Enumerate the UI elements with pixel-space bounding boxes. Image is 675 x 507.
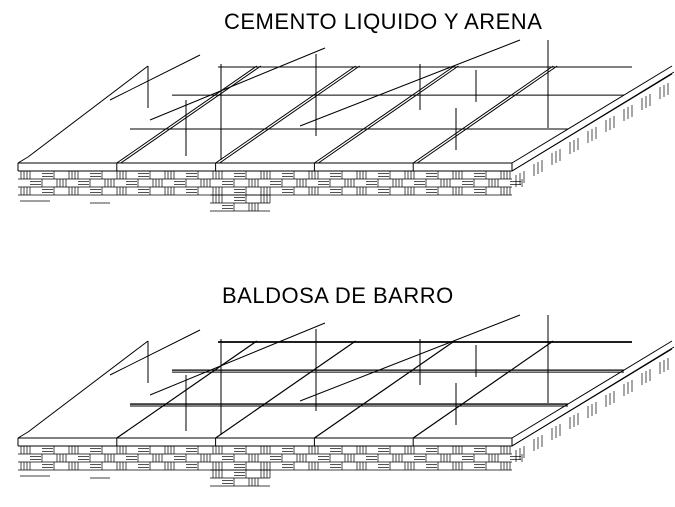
joint-left-edge [28,66,148,157]
guide-line [300,315,520,401]
joint-receding [216,66,356,163]
slab-top-surface [18,341,672,446]
brick-base-drop [210,470,270,486]
diagram-title-baldosa: BALDOSA DE BARRO [222,283,454,308]
joint-receding [314,341,454,438]
slab-joints [18,66,632,171]
diagram-title-cemento: CEMENTO LIQUIDO Y ARENA [224,9,543,34]
slab-top-surface [18,66,672,171]
diagram-baldosa [18,315,674,486]
brick-base-drop [210,195,270,211]
guide-line [300,40,520,126]
construction-stakes [110,40,548,160]
joint-receding-double [121,66,261,163]
brick-side-edge [620,94,638,105]
joint-receding [413,66,553,163]
slab-right-edge [512,341,672,438]
brick-side-edge [584,391,602,402]
slab-left-corner [18,432,28,438]
joint-receding-double [417,66,557,163]
joint-receding [314,66,454,163]
brick-side-edge [620,369,638,380]
brick-side-edge [548,413,566,424]
brick-side-edge [602,380,620,391]
joint-receding [117,341,257,438]
joint-receding [117,66,257,163]
joint-receding [216,341,356,438]
joint-receding-double [220,66,360,163]
brick-base-front [18,171,522,195]
brick-side-edge [584,116,602,127]
guide-line [110,55,200,100]
brick-side-edge [530,149,548,160]
brick-side-edge [656,347,674,358]
brick-side-edge [512,160,530,171]
slab-right-edge [512,66,672,163]
guide-line [150,48,325,120]
brick-side-edge [638,358,656,369]
brick-base-front [18,446,522,470]
brick-side-edge [602,105,620,116]
slab-left-corner [18,157,28,163]
brick-side-edge [566,402,584,413]
brick-side-edge [638,83,656,94]
joint-left-edge [28,341,148,432]
joint-receding-double [318,66,458,163]
joint-receding [413,341,553,438]
brick-side-edge [566,127,584,138]
diagram-cemento [18,40,674,211]
slab-joints [18,341,632,446]
brick-side-edge [512,435,530,446]
guide-line [110,330,200,375]
construction-stakes [110,315,548,435]
brick-base-side [512,72,674,187]
brick-side-edge [530,424,548,435]
brick-side-edge [548,138,566,149]
brick-side-edge [656,72,674,83]
guide-line [150,323,325,395]
brick-base-side [512,347,674,462]
